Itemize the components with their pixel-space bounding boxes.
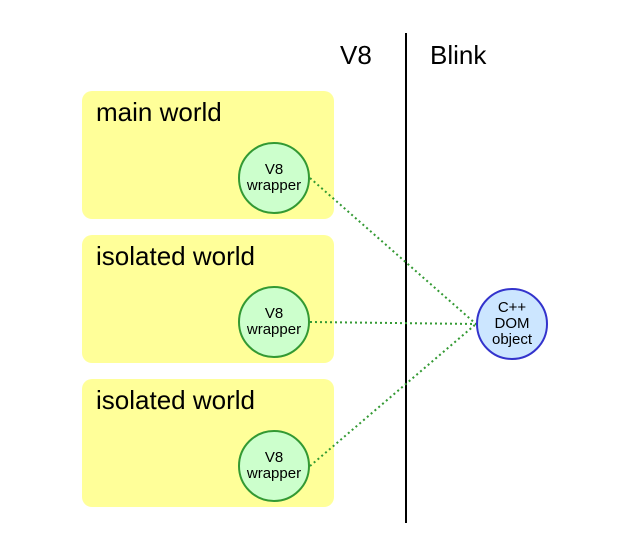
link-isolated-1-to-dom [309,321,477,325]
wrapper-line-1: V8 [264,304,284,322]
blink-column-label: Blink [430,40,487,70]
link-main-to-dom [309,177,477,325]
v8-wrapper-node: V8 wrapper [238,430,310,502]
dom-line-1: C++ [497,299,527,317]
link-isolated-2-to-dom [309,323,477,467]
dom-line-2: DOM [494,315,530,333]
world-title: isolated world [96,241,255,271]
v8-wrapper-node: V8 wrapper [238,142,310,214]
wrapper-line-1: V8 [264,160,284,178]
v8-column-label: V8 [340,40,372,70]
world-title: main world [96,97,222,127]
wrapper-line-2: wrapper [246,321,302,338]
dom-line-3: object [491,330,533,348]
world-title: isolated world [96,385,255,415]
wrapper-line-2: wrapper [246,177,302,194]
v8-blink-divider [405,33,407,523]
wrapper-line-2: wrapper [246,465,302,482]
wrapper-line-1: V8 [264,448,284,466]
v8-wrapper-node: V8 wrapper [238,286,310,358]
cpp-dom-object-node: C++ DOM object [476,288,548,360]
